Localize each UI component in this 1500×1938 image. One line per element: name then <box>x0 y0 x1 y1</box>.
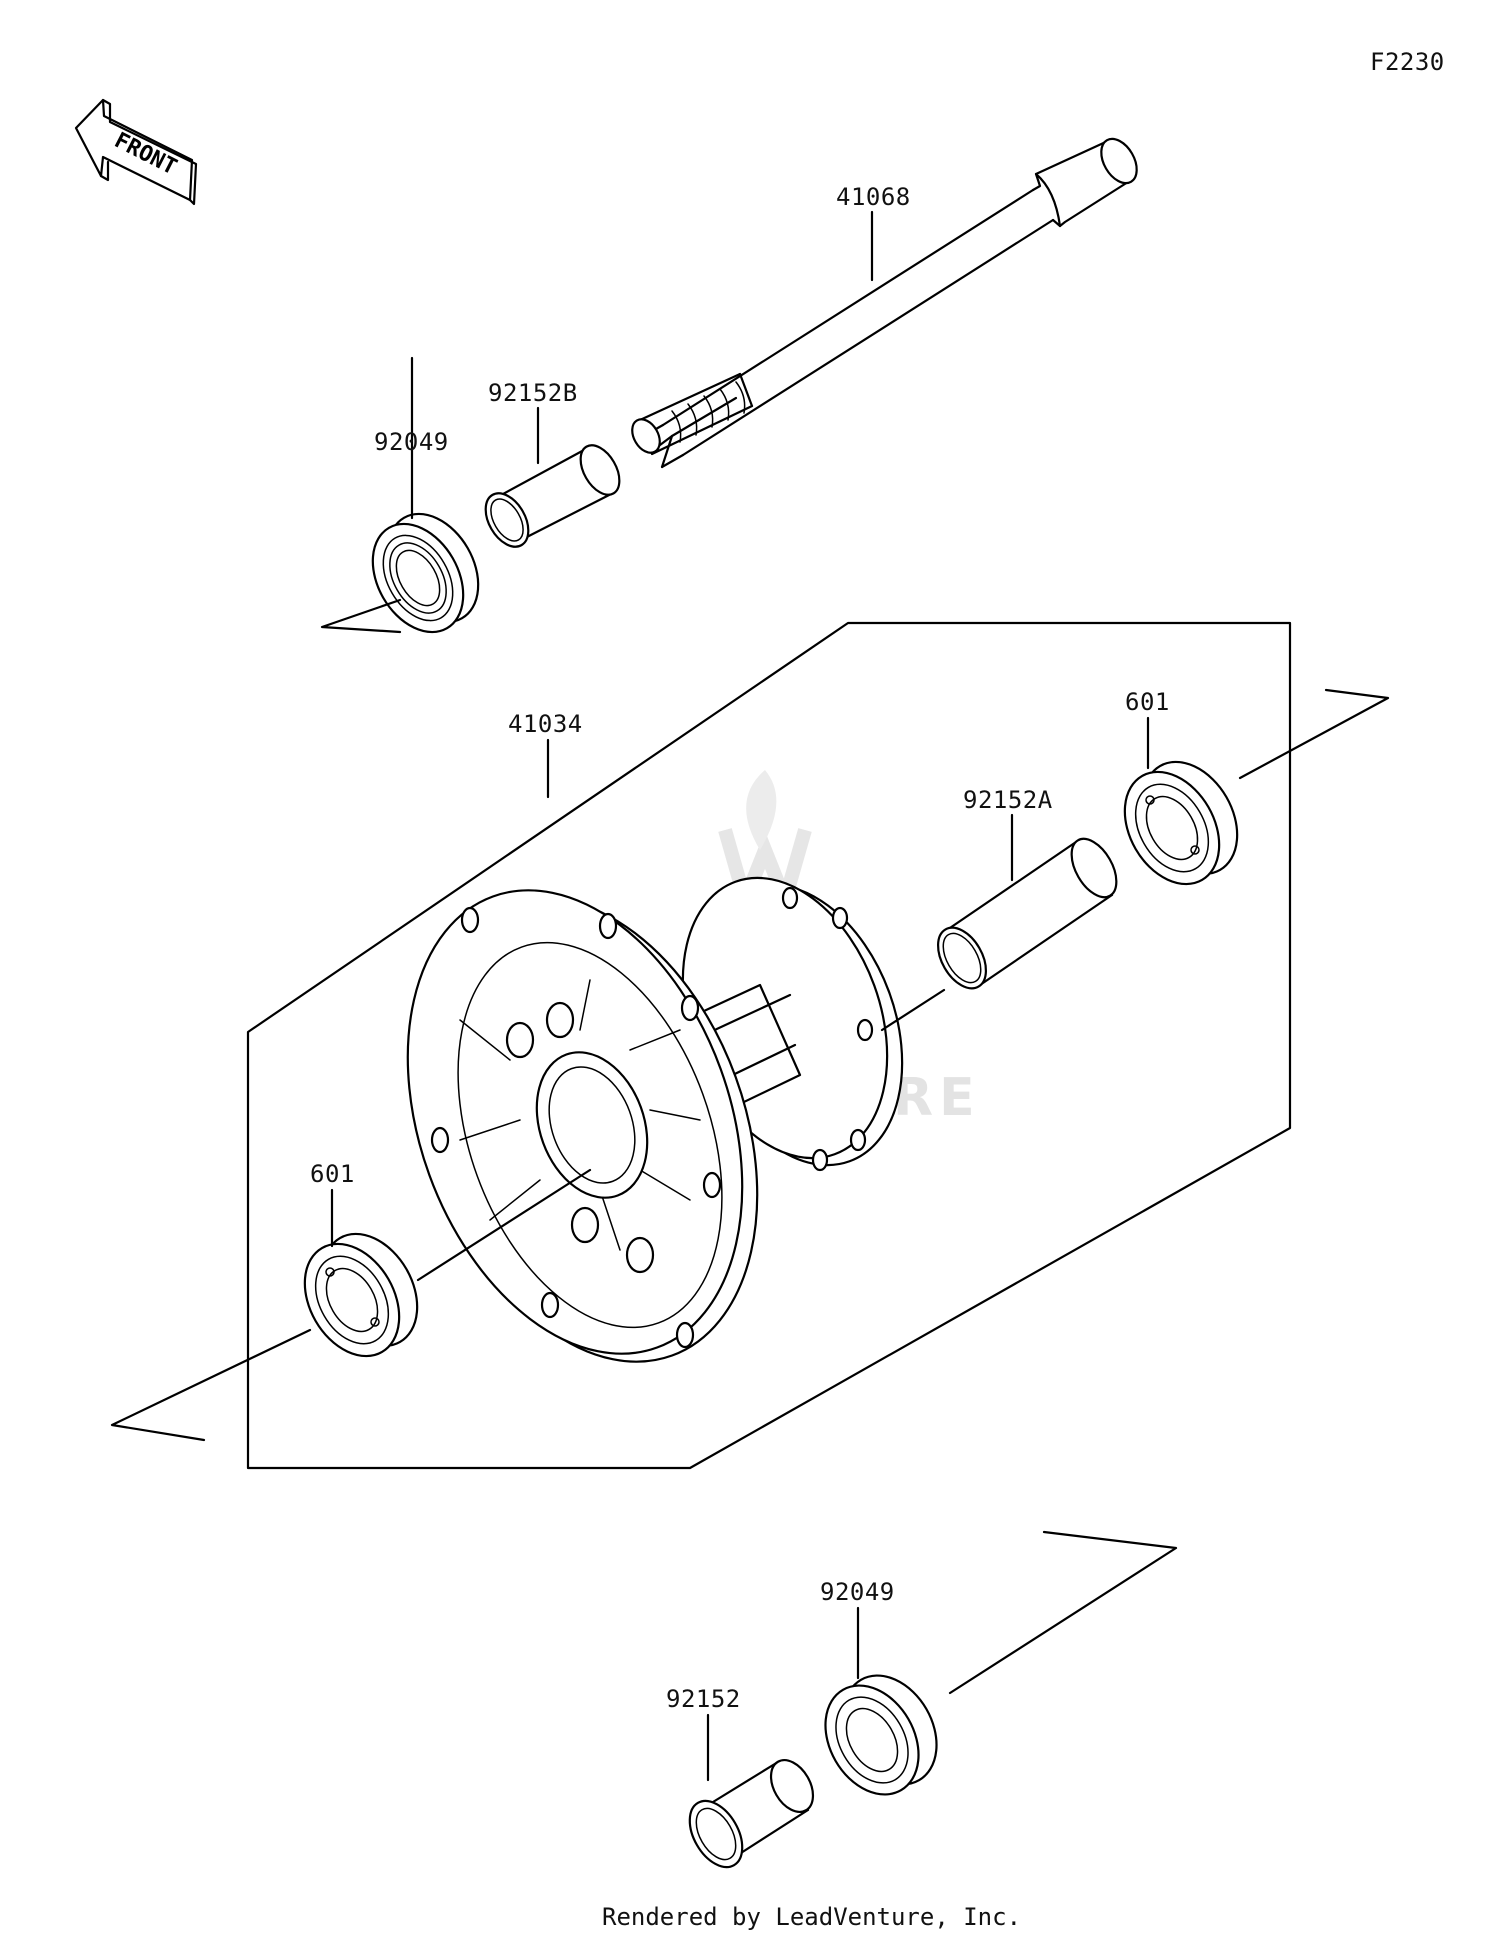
label-601-right[interactable]: 601 <box>1125 688 1170 716</box>
diagram-code: F2230 <box>1370 48 1445 76</box>
axle-41068[interactable] <box>627 133 1144 469</box>
bearing-601-left[interactable] <box>286 1217 437 1373</box>
footer-credit: Rendered by LeadVenture, Inc. <box>602 1903 1021 1931</box>
label-92152[interactable]: 92152 <box>666 1685 741 1713</box>
label-92049-top[interactable]: 92049 <box>374 428 449 456</box>
label-92152b[interactable]: 92152B <box>488 379 578 407</box>
collar-92152a[interactable] <box>928 831 1125 996</box>
label-92049-bottom[interactable]: 92049 <box>820 1578 895 1606</box>
axis-line-bottom <box>948 1530 1178 1695</box>
axis-line-hub <box>416 1168 592 1282</box>
hub-bounding-frame <box>246 621 1292 1470</box>
label-41034[interactable]: 41034 <box>508 710 583 738</box>
label-41068[interactable]: 41068 <box>836 183 911 211</box>
oil-seal-92049-top[interactable] <box>354 498 496 648</box>
axis-line-right <box>1238 688 1390 780</box>
front-arrow-icon: FRONT <box>74 98 198 206</box>
axis-line-left <box>110 1328 312 1442</box>
axis-line-top <box>320 598 402 634</box>
collar-92152b[interactable] <box>477 439 627 554</box>
hub-41034[interactable] <box>347 843 939 1408</box>
bearing-601-right[interactable] <box>1106 745 1257 901</box>
oil-seal-92049-bottom[interactable] <box>807 1659 956 1811</box>
collar-92152[interactable] <box>679 1753 822 1876</box>
label-92152a[interactable]: 92152A <box>963 786 1053 814</box>
axis-line-collar-a <box>880 988 946 1032</box>
label-601-left[interactable]: 601 <box>310 1160 355 1188</box>
